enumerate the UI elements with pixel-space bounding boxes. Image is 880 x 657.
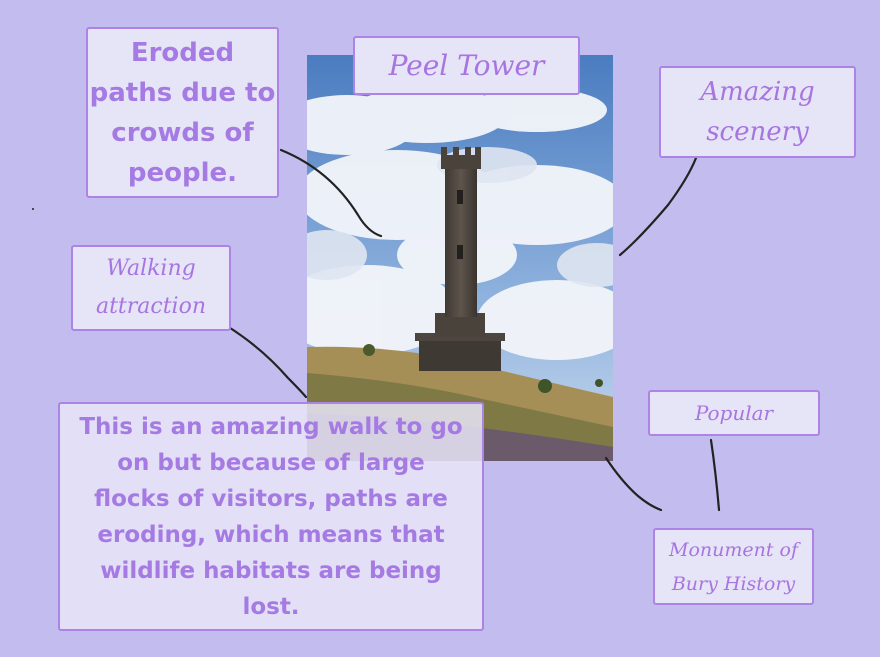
label-eroded-paths: Eroded paths due to crowds of people.: [86, 27, 279, 198]
label-popular-text: Popular: [694, 401, 774, 425]
label-walking-attraction: Walking attraction: [71, 245, 231, 331]
title-box: Peel Tower: [353, 36, 580, 95]
label-amazing-scenery-text: Amazing scenery: [700, 77, 815, 147]
connector-eroded-paths: [279, 148, 383, 238]
clouds: [307, 87, 613, 360]
connector-scenery: [618, 156, 698, 257]
label-walking-attraction-text: Walking attraction: [95, 256, 207, 319]
connector-monument: [604, 456, 663, 512]
label-monument-text: Monument of Bury History: [668, 538, 798, 595]
label-eroded-paths-text: Eroded paths due to crowds of people.: [89, 37, 276, 188]
description-text: This is an amazing walk to go on but bec…: [79, 413, 463, 620]
stray-dot: [32, 208, 34, 210]
label-popular: Popular: [648, 390, 820, 436]
connector-walking: [216, 324, 308, 399]
tower: [415, 147, 505, 371]
connector-popular: [709, 438, 721, 512]
page-title: Peel Tower: [388, 49, 545, 82]
label-monument: Monument of Bury History: [653, 528, 814, 605]
label-amazing-scenery: Amazing scenery: [659, 66, 856, 158]
description-box: This is an amazing walk to go on but bec…: [58, 402, 484, 631]
